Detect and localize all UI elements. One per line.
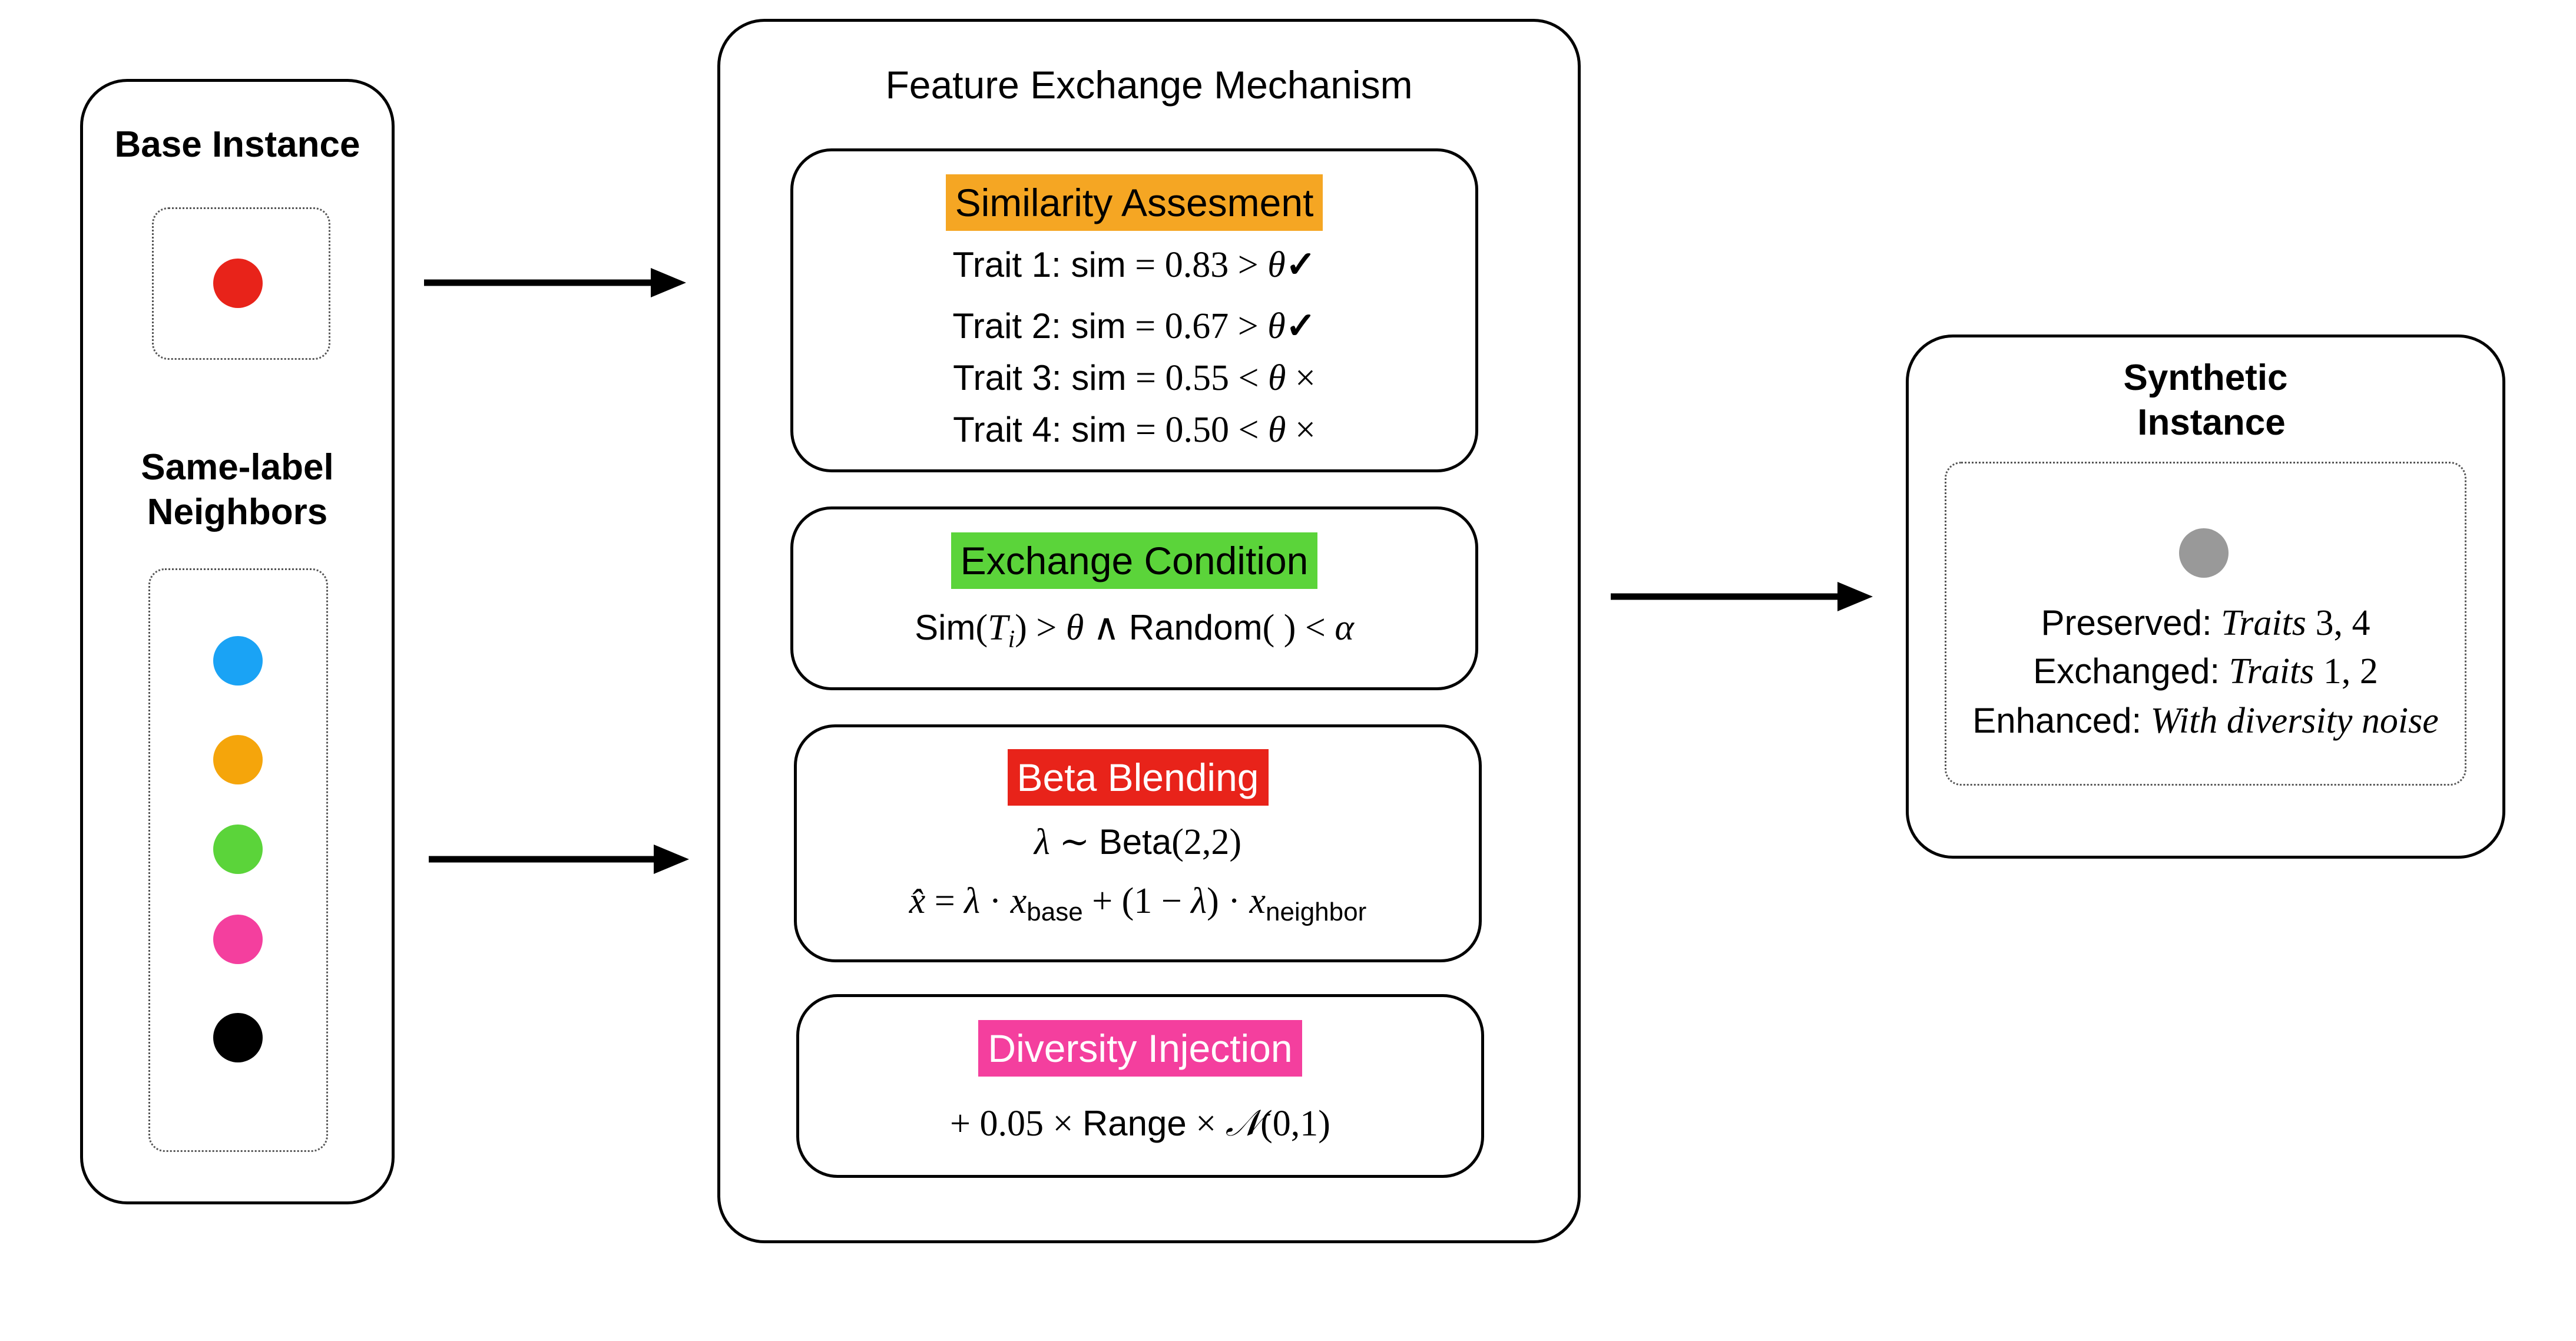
diversity-label: Diversity Injection <box>978 1020 1302 1077</box>
trait-row: Trait 1: sim = 0.83 > θ✓ <box>952 245 1316 285</box>
synthetic-title-line1: Synthetic <box>2123 357 2288 398</box>
neighbor-dot <box>213 636 263 686</box>
arrow-neighbors-to-mechanism <box>429 845 689 874</box>
beta-lambda-formula: λ ∼ Beta(2,2) <box>1034 822 1242 862</box>
preserved-line: Preserved: Traits 3, 4 <box>2041 603 2370 643</box>
neighbors-title-line2: Neighbors <box>147 492 328 532</box>
neighbors-box <box>148 568 328 1152</box>
neighbor-dot <box>213 915 263 964</box>
neighbor-dot <box>213 825 263 874</box>
synthetic-panel <box>1906 335 2505 859</box>
similarity-rows: Trait 1: sim = 0.83 > θ✓ Trait 2: sim = … <box>790 241 1478 465</box>
synthetic-title-line2: Instance <box>2137 402 2286 443</box>
trait-row: Trait 4: sim = 0.50 < θ × <box>953 410 1316 450</box>
exchange-label: Exchange Condition <box>951 532 1318 589</box>
neighbors-title-line1: Same-label <box>141 447 334 488</box>
trait-row: Trait 2: sim = 0.67 > θ✓ <box>952 306 1316 346</box>
neighbor-dot <box>213 1013 263 1062</box>
exchange-formula: Sim(Ti) > θ ∧ Random( ) < α <box>915 608 1354 653</box>
exchanged-line: Exchanged: Traits 1, 2 <box>2033 651 2378 691</box>
neighbor-dot <box>213 735 263 784</box>
synthetic-box <box>1945 462 2466 786</box>
similarity-label: Similarity Assesment <box>945 174 1323 231</box>
enhanced-line: Enhanced: With diversity noise <box>1972 701 2439 741</box>
base-instance-title: Base Instance <box>114 124 360 165</box>
synthetic-dot <box>2179 528 2229 578</box>
mechanism-title: Feature Exchange Mechanism <box>885 63 1413 107</box>
base-instance-box <box>152 207 330 360</box>
beta-blend-formula: x̂ = λ · xbase + (1 − λ) · xneighbor <box>909 881 1367 926</box>
beta-label: Beta Blending <box>1007 749 1269 806</box>
arrow-base-to-mechanism <box>424 268 686 297</box>
base-instance-dot <box>213 259 263 308</box>
diversity-formula: + 0.05 × Range × 𝒩(0,1) <box>950 1104 1330 1144</box>
arrow-mechanism-to-synthetic <box>1611 582 1873 611</box>
trait-row: Trait 3: sim = 0.55 < θ × <box>953 358 1316 398</box>
